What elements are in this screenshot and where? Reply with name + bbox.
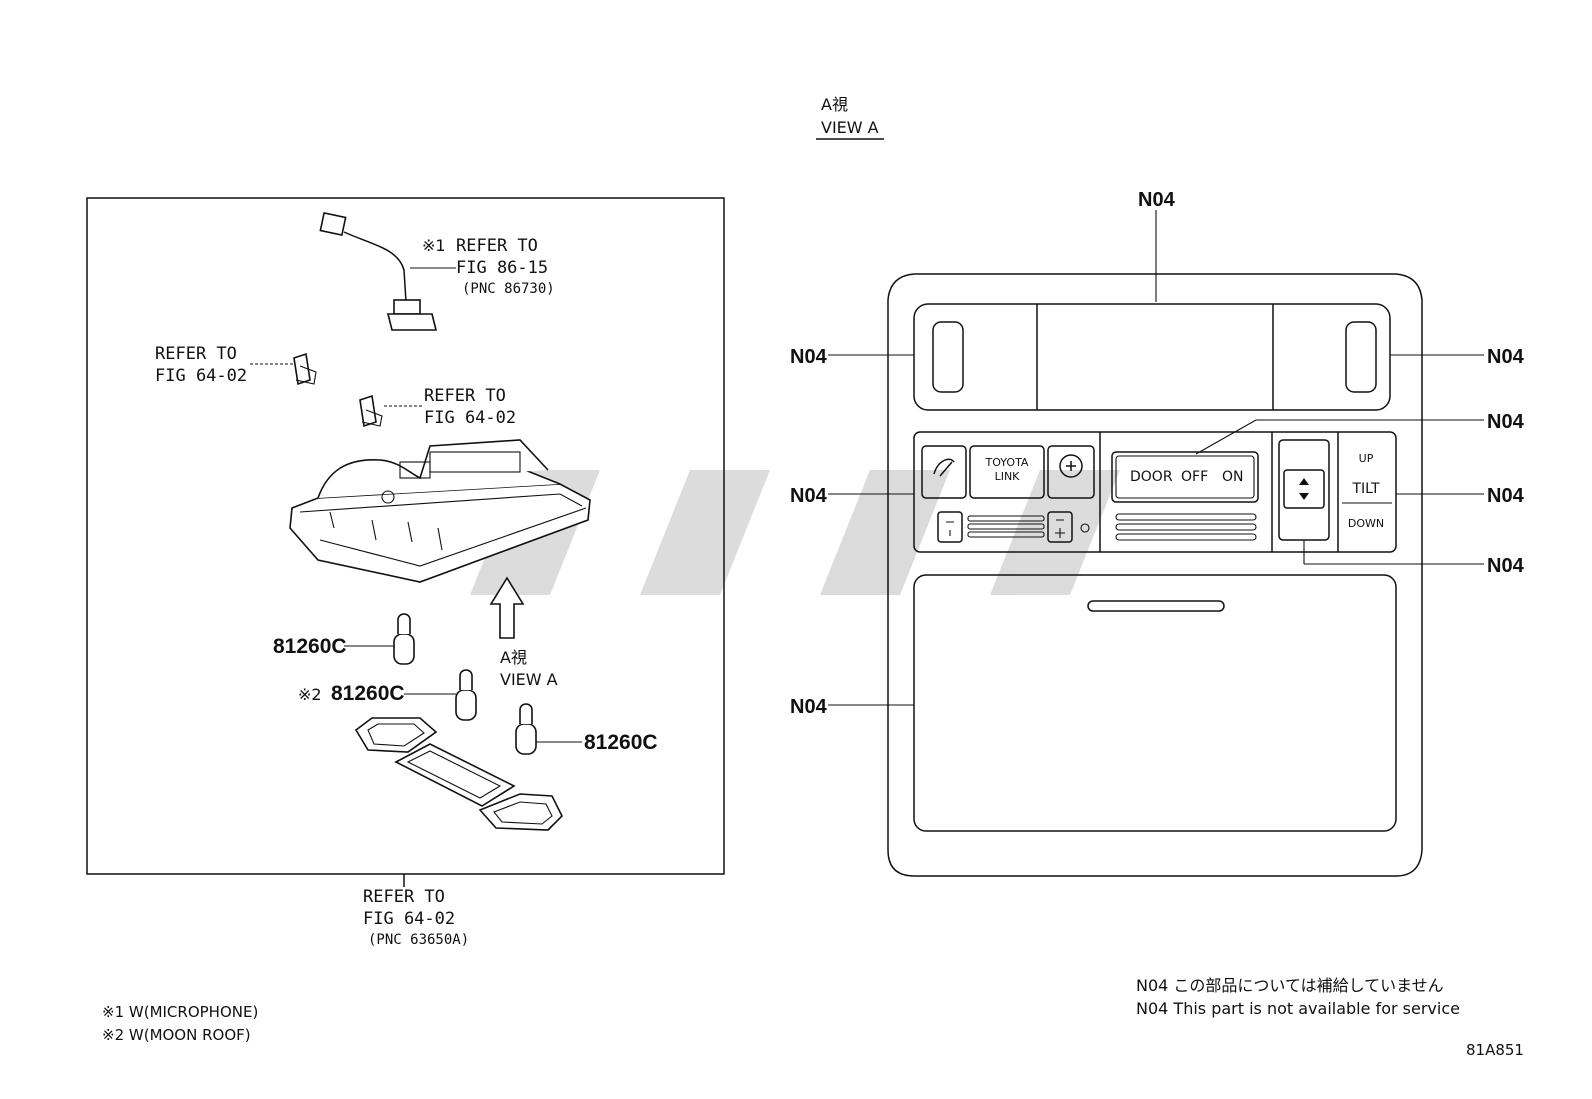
speaker-grille — [1115, 513, 1257, 541]
volume-down-button[interactable] — [937, 511, 963, 543]
emergency-button[interactable] — [1047, 445, 1095, 499]
volume-up-button[interactable] — [1047, 511, 1073, 543]
part-bulb-1: 81260C — [273, 635, 347, 658]
callout-microphone-line1: REFER TO — [456, 236, 538, 256]
part-bulb-3: 81260C — [584, 731, 658, 754]
footnote-2: ※2 W(MOON ROOF) — [102, 1026, 251, 1044]
figure-code: 81A851 — [1466, 1041, 1524, 1059]
clip-icon — [359, 394, 383, 428]
callout-clip-left-line1: REFER TO — [155, 344, 237, 364]
phone-button[interactable] — [921, 445, 967, 499]
view-heading-en: VIEW A — [821, 118, 879, 137]
part-bulb-2: 81260C — [331, 682, 405, 705]
on-label: ON — [1222, 469, 1244, 485]
map-lamp-left — [932, 321, 964, 393]
note-en: N04 This part is not available for servi… — [1136, 999, 1460, 1018]
n04-left-upper: N04 — [790, 346, 828, 368]
microphone-icon — [319, 211, 438, 331]
callout-microphone-mark: ※1 — [422, 236, 446, 255]
map-lamp-right — [1345, 321, 1377, 393]
volume-up-icon — [1055, 519, 1065, 538]
toyota-link-label-2: LINK — [995, 470, 1021, 483]
footnote-1: ※1 W(MICROPHONE) — [102, 1003, 258, 1021]
slide-arrows-icon — [1299, 478, 1309, 500]
exploded-view-frame — [86, 197, 725, 875]
control-panel — [913, 431, 1397, 553]
storage-box-door[interactable] — [913, 574, 1397, 832]
door-switch[interactable] — [1111, 451, 1259, 503]
lens-icon — [394, 743, 516, 807]
down-label: DOWN — [1348, 517, 1384, 530]
toyota-link-button[interactable] — [969, 445, 1045, 499]
toyota-link-label-1: TOYOTA — [985, 456, 1029, 469]
n04-left-mid: N04 — [790, 485, 828, 507]
slide-switch-housing — [1278, 439, 1330, 541]
view-heading-jp: A視 — [821, 95, 848, 114]
callout-bottom-line3: (PNC 63650A) — [368, 932, 469, 948]
storage-box-handle[interactable] — [1087, 600, 1225, 612]
up-label: UP — [1359, 452, 1374, 465]
n04-right-upper: N04 — [1487, 346, 1525, 368]
n04-right-tilt: N04 — [1487, 485, 1525, 507]
bulb-icon — [515, 703, 537, 755]
lens-icon — [478, 793, 563, 831]
callout-bottom-line2: FIG 64-02 — [363, 909, 455, 929]
lamp-housing-icon — [289, 439, 591, 583]
n04-right-switch: N04 — [1487, 555, 1525, 577]
console-bezel — [887, 273, 1423, 877]
slide-switch-button[interactable] — [1283, 469, 1325, 509]
callout-microphone-line2: FIG 86-15 — [456, 258, 548, 278]
emergency-icon — [1059, 454, 1083, 478]
door-label: DOOR — [1130, 469, 1173, 485]
volume-down-icon — [946, 521, 954, 536]
clip-icon — [293, 352, 317, 386]
upper-lens-strip — [913, 303, 1391, 411]
view-arrow-icon — [489, 576, 525, 639]
callout-clip-left-line2: FIG 64-02 — [155, 366, 247, 386]
phone-icon — [933, 458, 955, 477]
callout-microphone-line3: (PNC 86730) — [462, 281, 555, 297]
n04-top: N04 — [1138, 189, 1176, 211]
lens-icon — [354, 717, 438, 753]
n04-left-lower: N04 — [790, 696, 828, 718]
bulb-icon — [393, 613, 415, 665]
n04-right-door: N04 — [1487, 411, 1525, 433]
tilt-label[interactable]: TILT — [1351, 481, 1380, 497]
off-label: OFF — [1181, 469, 1208, 485]
callout-clip-center-line2: FIG 64-02 — [424, 408, 516, 428]
indicator-led — [1080, 523, 1090, 533]
view-arrow-label-en: VIEW A — [500, 670, 558, 689]
callout-clip-center-line1: REFER TO — [424, 386, 506, 406]
note-jp: N04 この部品については補給していません — [1136, 976, 1444, 995]
part-bulb-2-mark: ※2 — [298, 685, 322, 704]
microphone-grille — [967, 515, 1045, 538]
callout-bottom-line1: REFER TO — [363, 887, 445, 907]
view-arrow-label-jp: A視 — [500, 648, 527, 667]
bulb-icon — [455, 669, 477, 721]
n04-right-door-leader — [1195, 419, 1257, 455]
